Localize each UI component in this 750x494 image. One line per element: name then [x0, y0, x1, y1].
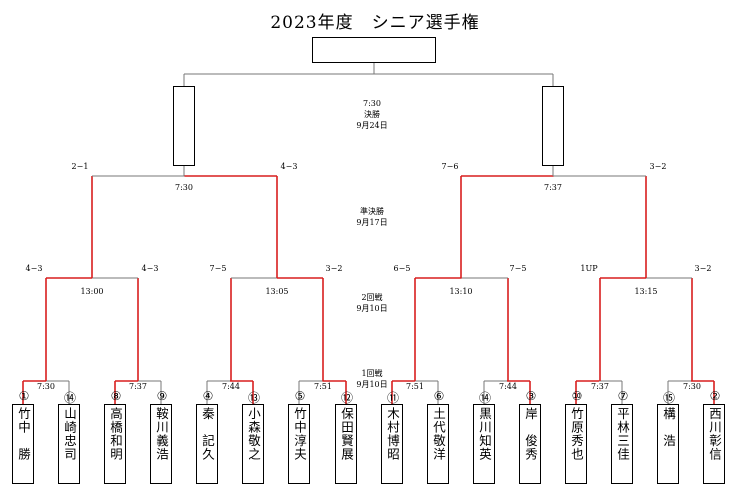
- r2-time: 13:10: [449, 287, 473, 296]
- r1-time: 7:51: [314, 382, 332, 391]
- player-name: 竹原秀也: [569, 407, 584, 461]
- r2-score: 1UP: [580, 264, 598, 273]
- r2-score: 7−5: [509, 264, 527, 273]
- player-box: ③ 岸 俊秀: [519, 389, 541, 484]
- semi-score: 7−6: [441, 162, 459, 171]
- player-box: ⑨ 鞍川義浩: [150, 389, 172, 484]
- r1-time: 7:37: [591, 382, 609, 391]
- seed-mark: ⑩: [571, 389, 583, 403]
- r1-label: 1回戦 9月10日: [356, 369, 388, 389]
- player-box: ⑫ 保田賢展: [335, 391, 357, 484]
- seed-mark: ③: [525, 389, 537, 403]
- r2-score: 3−2: [325, 264, 343, 273]
- player-name: 高橋和明: [108, 407, 123, 461]
- player-box: ② 西川彰信: [703, 389, 725, 484]
- player-name: 山崎忠司: [62, 407, 77, 461]
- player-box: ⑦ 平林三佳: [611, 389, 633, 484]
- player-box: ⑬ 小森敬之: [242, 391, 264, 484]
- champion-box: [312, 37, 436, 63]
- player-name: 木村博昭: [385, 407, 400, 461]
- seed-mark: ⑬: [247, 391, 260, 405]
- r2-score: 4−3: [141, 264, 159, 273]
- r1-time: 7:30: [37, 382, 55, 391]
- seed-mark: ④: [202, 389, 214, 403]
- r1-time: 7:44: [499, 382, 517, 391]
- finalist-box-left: [173, 86, 195, 166]
- r2-score: 3−2: [694, 264, 712, 273]
- player-box: ⑩ 竹原秀也: [565, 389, 587, 484]
- semi-score: 4−3: [280, 162, 298, 171]
- player-box: ⑪ 木村博昭: [381, 391, 403, 484]
- seed-mark: ⑤: [294, 389, 306, 403]
- player-box: ⑥ 土代敬洋: [427, 389, 449, 484]
- r1-time: 7:37: [129, 382, 147, 391]
- player-name: 鞍川義浩: [154, 407, 169, 461]
- r2-time: 13:05: [265, 287, 289, 296]
- page-title: 2023年度 シニア選手権: [270, 13, 480, 33]
- seed-mark: ⑨: [156, 389, 168, 403]
- r2-label: 2回戦 9月10日: [356, 293, 388, 313]
- player-name: 西川彰信: [707, 407, 722, 461]
- player-name: 黒川知英: [477, 407, 492, 461]
- finalist-box-right: [542, 86, 564, 166]
- player-name: 小森敬之: [246, 407, 261, 461]
- r2-score: 4−3: [25, 264, 43, 273]
- player-name: 竹中淳夫: [292, 407, 307, 461]
- seed-mark: ⑭: [478, 391, 491, 405]
- player-name: 平林三佳: [615, 407, 630, 461]
- player-name: 土代敬洋: [431, 407, 446, 461]
- r1-time: 7:30: [683, 382, 701, 391]
- seed-mark: ⑦: [617, 389, 629, 403]
- semi-score: 3−2: [649, 162, 667, 171]
- player-name: 構 浩: [661, 407, 676, 448]
- seed-mark: ②: [709, 389, 721, 403]
- player-box: ⑭ 黒川知英: [473, 391, 495, 484]
- player-box: ④ 秦 記久: [196, 389, 218, 484]
- player-box: ⑭ 山崎忠司: [58, 391, 80, 484]
- player-name: 保田賢展: [339, 407, 354, 461]
- r2-time: 13:15: [634, 287, 658, 296]
- player-name: 竹中 勝: [16, 407, 31, 461]
- seed-mark: ⑫: [340, 391, 353, 405]
- player-box: ⑮ 構 浩: [657, 391, 679, 484]
- player-name: 岸 俊秀: [523, 407, 538, 461]
- seed-mark: ①: [18, 389, 30, 403]
- semi-time: 7:30: [175, 183, 193, 192]
- semi-time: 7:37: [544, 183, 562, 192]
- seed-mark: ⑭: [63, 391, 76, 405]
- seed-mark: ⑮: [662, 391, 675, 405]
- seed-mark: ⑪: [386, 391, 399, 405]
- final-label: 7:30 決勝 9月24日: [356, 99, 388, 130]
- r2-score: 7−5: [209, 264, 227, 273]
- r1-time: 7:44: [222, 382, 240, 391]
- r2-time: 13:00: [80, 287, 104, 296]
- player-box: ⑧ 高橋和明: [104, 389, 126, 484]
- r1-time: 7:51: [406, 382, 424, 391]
- semi-label: 準決勝 9月17日: [356, 207, 388, 227]
- player-name: 秦 記久: [200, 407, 215, 461]
- seed-mark: ⑥: [433, 389, 445, 403]
- seed-mark: ⑧: [110, 389, 122, 403]
- player-box: ① 竹中 勝: [12, 389, 34, 484]
- semi-score: 2−1: [71, 162, 89, 171]
- r2-score: 6−5: [393, 264, 411, 273]
- player-box: ⑤ 竹中淳夫: [288, 389, 310, 484]
